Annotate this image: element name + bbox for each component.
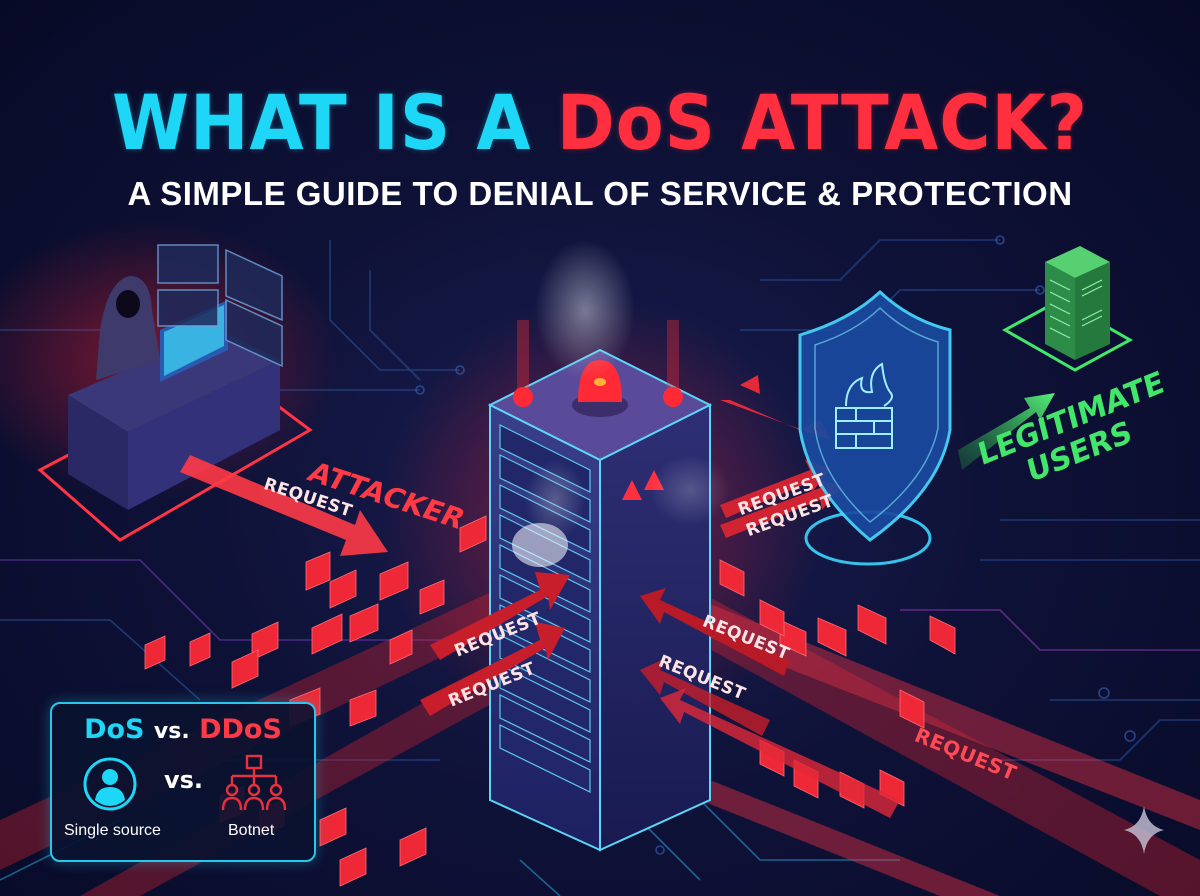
user-circle-icon xyxy=(83,757,137,811)
sparkle-icon xyxy=(1124,806,1164,854)
circuit-traces xyxy=(0,239,1200,896)
ddos-term: DDoS xyxy=(199,714,282,745)
attacker-request-arrow xyxy=(180,455,388,556)
botnet-caption: Botnet xyxy=(228,822,275,839)
dos-vs-ddos-panel: DoS vs. DDoS vs. Single source Botnet xyxy=(50,702,316,862)
legit-server xyxy=(1001,246,1134,372)
page-title: WHAT IS A DoS ATTACK? xyxy=(48,85,1152,161)
comparison-title: DoS vs. DDoS xyxy=(52,714,314,745)
title-part-dos-attack: DoS ATTACK? xyxy=(556,78,1089,167)
title-part-what-is-a: WHAT IS A xyxy=(111,78,557,167)
network-hierarchy-icon xyxy=(221,754,287,811)
middle-vs-text: vs. xyxy=(164,766,204,794)
siren-icon xyxy=(513,320,683,417)
central-server xyxy=(380,240,820,852)
legit-arrow xyxy=(958,393,1055,470)
attacker-desk-scene xyxy=(0,220,340,542)
shield-firewall-icon xyxy=(798,289,952,566)
dos-term: DoS xyxy=(84,714,145,745)
page-subtitle: A SIMPLE GUIDE TO DENIAL OF SERVICE & PR… xyxy=(127,175,1073,212)
single-source-caption: Single source xyxy=(64,822,161,839)
vs-text: vs. xyxy=(153,719,190,744)
